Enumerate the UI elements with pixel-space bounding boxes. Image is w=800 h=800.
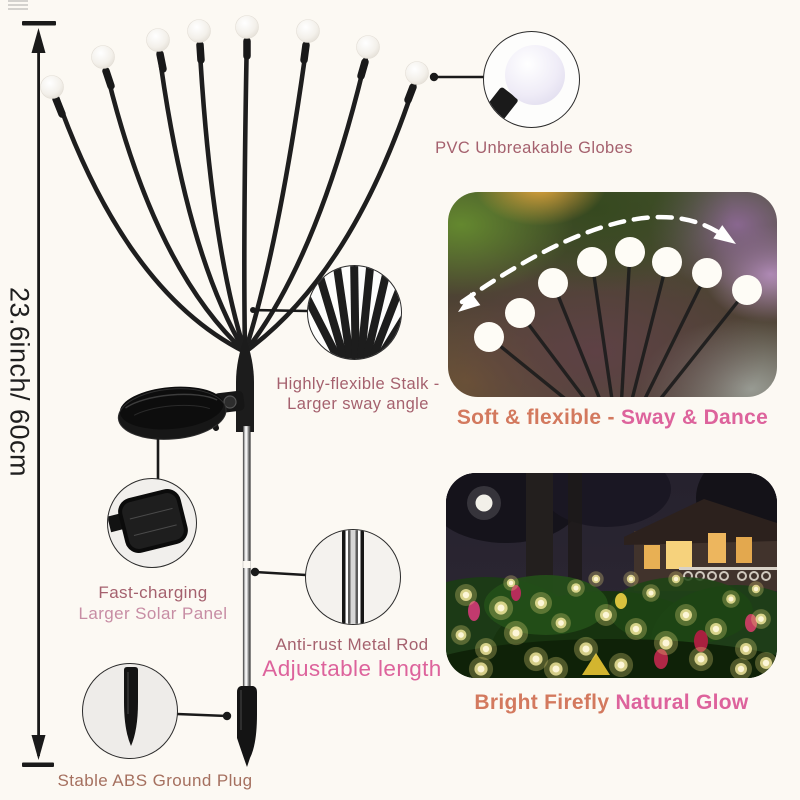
metal-rod-detail-icon <box>342 530 364 624</box>
stalk-detail-icon <box>308 266 401 359</box>
metal-rod-detail-callout <box>305 529 401 625</box>
glow-caption-part2: Natural Glow <box>615 691 749 714</box>
stalk-detail-callout <box>307 265 402 360</box>
firefly-stalks <box>52 28 420 355</box>
ground-plug-detail-icon <box>124 667 138 746</box>
solar-panel-disc <box>117 386 227 440</box>
globe-balls <box>40 15 429 99</box>
ground-plug-detail-callout <box>82 663 178 759</box>
solar-label: Fast-charging Larger Solar Panel <box>62 582 244 624</box>
adjustable-length-label: Adjustable length <box>262 656 442 682</box>
stalk-label-line2: Larger sway angle <box>287 395 429 414</box>
sway-photo-overlay <box>458 214 762 397</box>
sway-caption-part2: Sway & Dance <box>620 406 769 429</box>
globe-detail-callout <box>483 31 580 128</box>
sway-arrow <box>458 214 736 312</box>
solar-label-line1: Fast-charging <box>98 583 208 602</box>
stalk-label: Highly-flexible Stalk - Larger sway angl… <box>260 374 456 415</box>
stalk-label-line1: Highly-flexible Stalk - <box>276 375 440 393</box>
sway-caption: Soft & flexible - Sway & Dance <box>448 406 777 430</box>
sway-photo <box>448 192 777 397</box>
tulips <box>468 585 757 675</box>
glow-caption: Bright Firefly Natural Glow <box>446 691 777 715</box>
plug-label: Stable ABS Ground Plug <box>57 771 253 790</box>
globes-label: PVC Unbreakable Globes <box>435 139 633 157</box>
measurement-arrow <box>22 21 56 767</box>
sway-caption-part1: Soft & flexible - <box>456 406 621 429</box>
globe-sockets <box>52 37 417 118</box>
corner-watermark <box>8 0 28 11</box>
ground-spike <box>237 686 257 767</box>
measurement-label: 23.6inch/ 60cm <box>4 286 35 478</box>
solar-panel-detail-icon <box>108 479 196 567</box>
solar-panel-detail-callout <box>107 478 197 568</box>
globe-detail-icon <box>484 32 579 127</box>
callout-connectors <box>156 72 484 721</box>
solar-label-line2: Larger Solar Panel <box>78 604 228 624</box>
rod-label: Anti-rust Metal Rod Adjustable length <box>248 634 456 683</box>
glow-caption-part1: Bright Firefly <box>474 691 616 714</box>
glow-photo-overlay <box>446 473 777 678</box>
glow-photo <box>446 473 777 678</box>
rod-label-line1: Anti-rust Metal Rod <box>275 635 429 654</box>
